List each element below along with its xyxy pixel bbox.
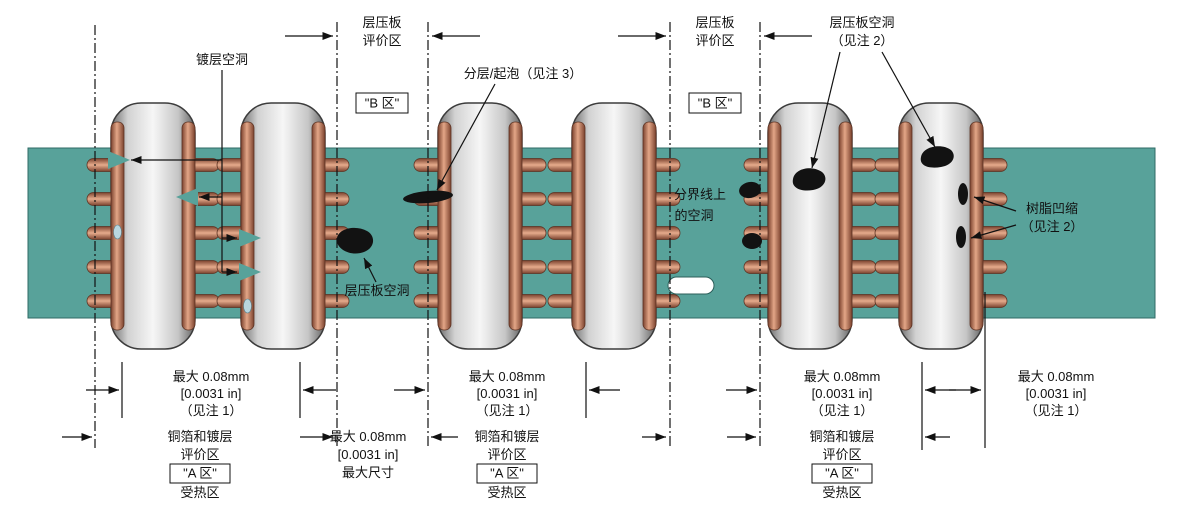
dim2-note1: （见注 1） — [476, 403, 539, 418]
zone-a-box-1 — [169, 463, 231, 484]
laminate-void-leader-2 — [881, 51, 936, 148]
dim3-max-in: [0.0031 in] — [812, 386, 873, 401]
dim4-max-in: [0.0031 in] — [1026, 386, 1087, 401]
laminate-zone-label-2-line2: 评价区 — [695, 33, 734, 48]
defect-leaders — [363, 51, 1017, 283]
delamination-label: 分层/起泡（见注 3） — [464, 66, 582, 81]
heated-zone-label-1: 受热区 — [180, 485, 219, 500]
dim2-max-mm: 最大 0.08mm — [469, 369, 546, 384]
eval3-line2: 评价区 — [822, 447, 861, 462]
laminate-void-note-label-line2: （见注 2） — [831, 33, 894, 48]
laminate-zone-label-1-line1: 层压板 — [362, 15, 401, 30]
bzone-max-mm: 最大 0.08mm — [330, 429, 407, 444]
dim1-max-in: [0.0031 in] — [181, 386, 242, 401]
zone-a-label-2: "A 区" — [490, 466, 524, 481]
boundary-void-blob-1 — [739, 181, 761, 199]
plating-void-notches — [108, 151, 261, 314]
laminate-void-blob-right — [920, 146, 954, 168]
dim4-max-mm: 最大 0.08mm — [1018, 369, 1095, 384]
laminate-zone-label-1-line2: 评价区 — [362, 33, 401, 48]
boundary-void-label-line2: 的空洞 — [674, 208, 713, 223]
plating-void-oval — [113, 224, 122, 240]
laminate-void-label: 层压板空洞 — [344, 283, 409, 298]
laminate-zone-label-2-line1: 层压板 — [695, 15, 734, 30]
plating-void-leaders — [131, 70, 237, 276]
eval3-line1: 铜箔和镀层 — [809, 429, 874, 444]
laminate-void-blob-bzone — [336, 227, 374, 254]
zone-b-box-1 — [355, 92, 409, 114]
dim3-max-mm: 最大 0.08mm — [804, 369, 881, 384]
bzone-max-in: [0.0031 in] — [338, 447, 399, 462]
laminate-void-note-label-line1: 层压板空洞 — [829, 15, 894, 30]
boundary-slot-void — [667, 276, 715, 295]
defect-blobs — [336, 146, 968, 254]
resin-recession-mark-2 — [956, 226, 966, 248]
zone-b-label-2: "B 区" — [698, 96, 733, 111]
delamination-leader — [436, 83, 496, 191]
resin-recession-mark-1 — [958, 183, 968, 205]
plating-void-notch — [176, 188, 198, 206]
dim3-note1: （见注 1） — [811, 403, 874, 418]
resin-recession-leader-1 — [973, 196, 1017, 212]
plating-void-label: 镀层空洞 — [196, 52, 248, 67]
eval1-line2: 评价区 — [180, 447, 219, 462]
resin-recession-label-line2: （见注 2） — [1021, 219, 1084, 234]
dim4-note1: （见注 1） — [1025, 403, 1088, 418]
resin-recession-leader-2 — [970, 224, 1017, 239]
heated-zone-label-3: 受热区 — [822, 485, 861, 500]
boundary-void-blob-2 — [742, 233, 762, 249]
dim1-note1: （见注 1） — [180, 403, 243, 418]
bzone-void-leader — [363, 257, 377, 283]
plating-void-notch — [239, 263, 261, 281]
boundary-void-label-line1: 分界线上 — [674, 187, 726, 202]
eval2-line1: 铜箔和镀层 — [474, 429, 539, 444]
plating-void-notch — [239, 229, 261, 247]
plating-void-notch — [108, 151, 130, 169]
dim1-max-mm: 最大 0.08mm — [173, 369, 250, 384]
eval2-line2: 评价区 — [487, 447, 526, 462]
zone-a-label-3: "A 区" — [825, 466, 859, 481]
plating-void-oval — [243, 298, 252, 314]
dim2-max-in: [0.0031 in] — [477, 386, 538, 401]
zone-a-label-1: "A 区" — [183, 466, 217, 481]
resin-recession-label-line1: 树脂凹缩 — [1026, 201, 1078, 216]
zone-a-box-3 — [811, 463, 873, 484]
eval1-line1: 铜箔和镀层 — [167, 429, 232, 444]
evaluation-boundary-lines — [94, 22, 986, 448]
zone-b-box-2 — [688, 92, 742, 114]
dimension-ticks — [121, 362, 923, 450]
zone-a-box-2 — [476, 463, 538, 484]
bzone-max-dimension: 最大尺寸 — [342, 465, 394, 480]
heated-zone-label-2: 受热区 — [487, 485, 526, 500]
laminate-void-leader-1 — [810, 51, 841, 169]
laminate-void-blob-left — [792, 168, 826, 191]
zone-b-label-1: "B 区" — [365, 96, 400, 111]
